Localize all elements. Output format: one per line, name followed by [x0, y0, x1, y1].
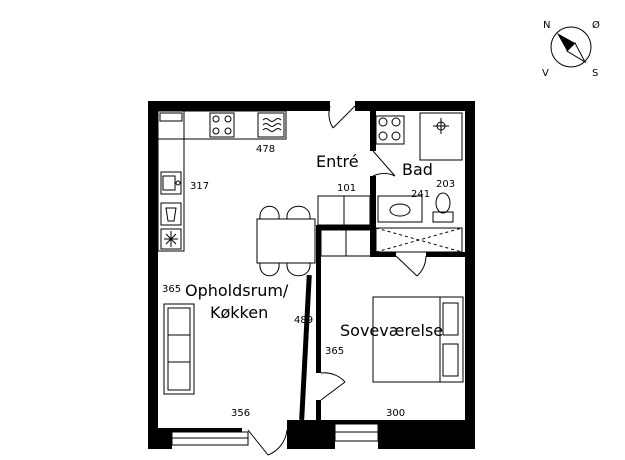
wall-bath-bottom: [370, 252, 396, 257]
washer: [375, 115, 405, 145]
compass: N Ø S V: [542, 19, 600, 79]
compass-needle-north-icon: [557, 33, 575, 51]
heat-wave-icon: [262, 118, 282, 132]
chair-icon: [259, 262, 280, 277]
dim-bedroom-depth: 365: [325, 346, 344, 357]
wall-bath-left: [370, 111, 376, 151]
balcony-door: [247, 429, 288, 456]
wall-top-left: [148, 101, 330, 111]
compass-ring: [550, 26, 592, 68]
wall-bath-bottom-right: [426, 252, 466, 257]
stove-burner-icon: [224, 127, 232, 135]
dim-living-depth: 365: [162, 284, 181, 295]
entry-closets: [317, 195, 372, 257]
washbasin: [377, 195, 423, 223]
freezer: [160, 228, 182, 250]
dim-bedroom-width: 300: [386, 408, 405, 419]
bath-fixtures: [375, 112, 463, 223]
sofa: [163, 303, 195, 395]
dining-set: [256, 205, 316, 277]
wall-bath-left-lower: [370, 176, 376, 256]
dim-kitchen-depth: 317: [190, 181, 209, 192]
dim-bath-depth: 203: [436, 179, 455, 190]
glass-icon: [165, 207, 177, 222]
chair-icon: [286, 205, 311, 220]
compass-s: S: [592, 68, 598, 79]
wall-bed-left: [316, 225, 321, 373]
faucet-icon: [175, 180, 181, 186]
toilet-bowl-icon: [435, 192, 451, 214]
bed: [372, 296, 464, 383]
stove-burner-icon: [212, 127, 220, 135]
room-label-bedroom: Soveværelse: [340, 321, 443, 340]
stove: [209, 112, 235, 138]
wall-bottom-right: [378, 420, 475, 449]
fridge-top: [159, 112, 183, 122]
wall-top-right: [355, 101, 474, 111]
wall-bottom-left: [148, 428, 172, 449]
oven: [257, 112, 285, 138]
room-label-living-line2: Køkken: [210, 303, 268, 322]
shower: [419, 112, 463, 161]
kitchen-counter-left: [157, 110, 185, 252]
stove-burner-icon: [212, 115, 220, 123]
sink: [160, 171, 182, 195]
wall-left: [148, 101, 158, 449]
wall-bottom-window-left: [172, 428, 242, 432]
stove-burner-icon: [224, 115, 232, 123]
wall-bed-left-low: [316, 400, 321, 421]
dim-living-width: 356: [231, 408, 250, 419]
dim-kitchen-width: 478: [256, 144, 275, 155]
compass-e: Ø: [592, 19, 600, 31]
chair-icon: [259, 205, 280, 220]
inner-doors: [320, 150, 427, 401]
windows: [171, 423, 379, 446]
kitchen: [157, 110, 287, 252]
dim-bath-width: 241: [411, 189, 430, 200]
dining-table: [256, 218, 316, 264]
room-label-living-line1: Opholdsrum/: [185, 281, 289, 300]
interior-walls: [299, 111, 466, 421]
room-label-entry: Entré: [316, 152, 359, 171]
compass-n: N: [543, 20, 550, 31]
exterior-walls: [148, 101, 475, 449]
dim-partition-length: 489: [294, 315, 313, 326]
front-door: [328, 105, 356, 129]
toilet: [432, 211, 454, 223]
dim-entry-width: 101: [337, 183, 356, 194]
wall-bottom-mid: [287, 420, 335, 449]
compass-w: V: [542, 68, 549, 79]
snowflake-icon: [164, 231, 178, 247]
wall-living-partition: [299, 274, 312, 421]
wall-bottom-window-right: [335, 420, 378, 424]
room-label-bath: Bad: [402, 160, 433, 179]
wall-right: [465, 101, 475, 449]
chair-icon: [286, 262, 311, 277]
wall-closet-divider: [316, 225, 371, 230]
compass-needle-south-icon: [566, 42, 587, 64]
dishwasher: [160, 202, 182, 226]
wardrobe: [375, 227, 463, 253]
